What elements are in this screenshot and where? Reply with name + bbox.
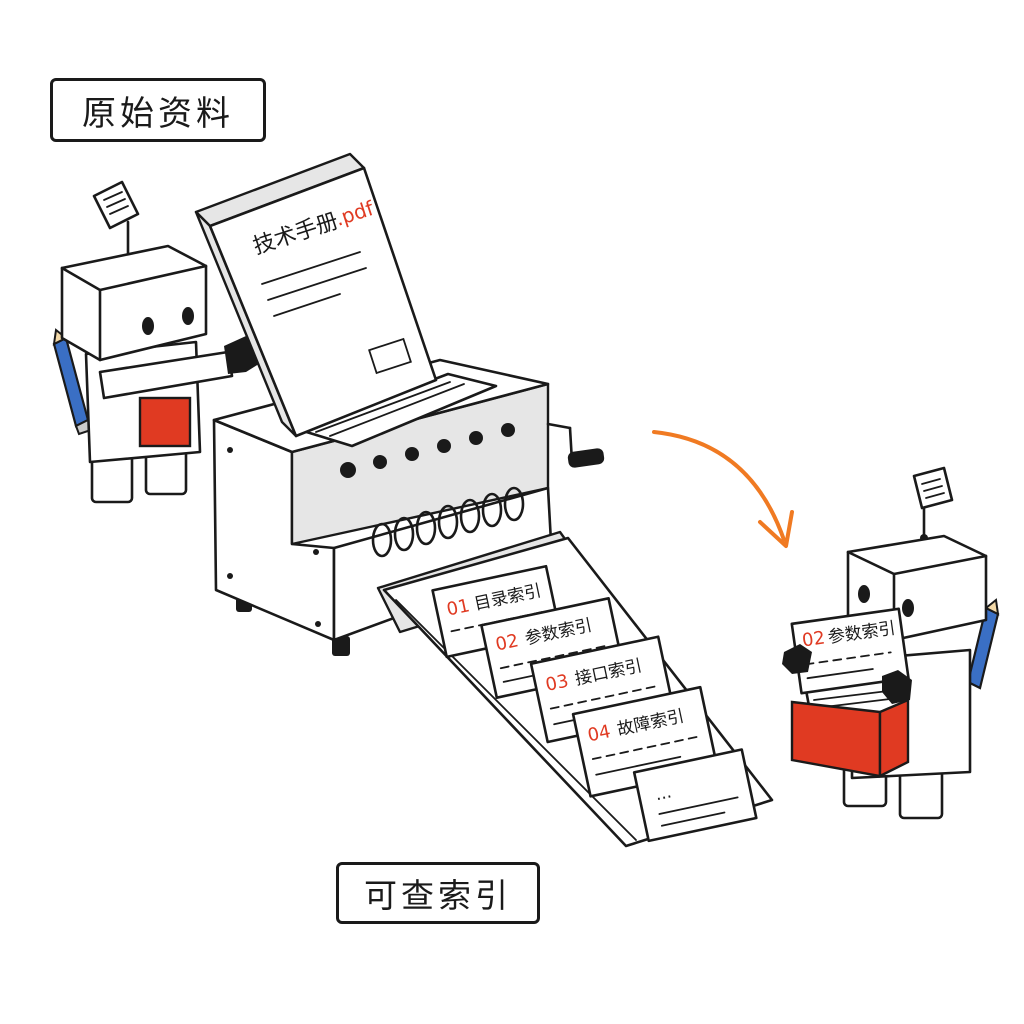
source-label: 原始资料 [50, 78, 266, 142]
binding-coils [371, 486, 525, 558]
svg-text:02: 02 [801, 627, 827, 651]
svg-text:02: 02 [494, 630, 521, 655]
held-index-card: 02 参数索引 [790, 607, 910, 695]
flow-arrow [652, 430, 794, 548]
svg-text:03: 03 [544, 671, 571, 696]
pencil-icon [966, 598, 1000, 690]
book: 技术手册 .pdf [194, 152, 438, 438]
index-card: 03 接口索引 [529, 635, 677, 744]
svg-text:...: ... [653, 782, 673, 805]
svg-text:01: 01 [445, 595, 472, 620]
note-flag-icon [912, 466, 954, 510]
robot-receiver: 02 参数索引 [782, 466, 1000, 820]
robot-feeder [52, 180, 264, 504]
output-label: 可查索引 [336, 862, 540, 924]
card-box [790, 676, 910, 778]
index-card: ... [632, 748, 758, 843]
crank-handle [546, 422, 605, 468]
note-flag-icon [92, 180, 140, 230]
svg-text:04: 04 [586, 721, 613, 746]
index-cards: 01 目录索引 02 参数索引 03 接口索引 04 故障索 [431, 564, 758, 843]
